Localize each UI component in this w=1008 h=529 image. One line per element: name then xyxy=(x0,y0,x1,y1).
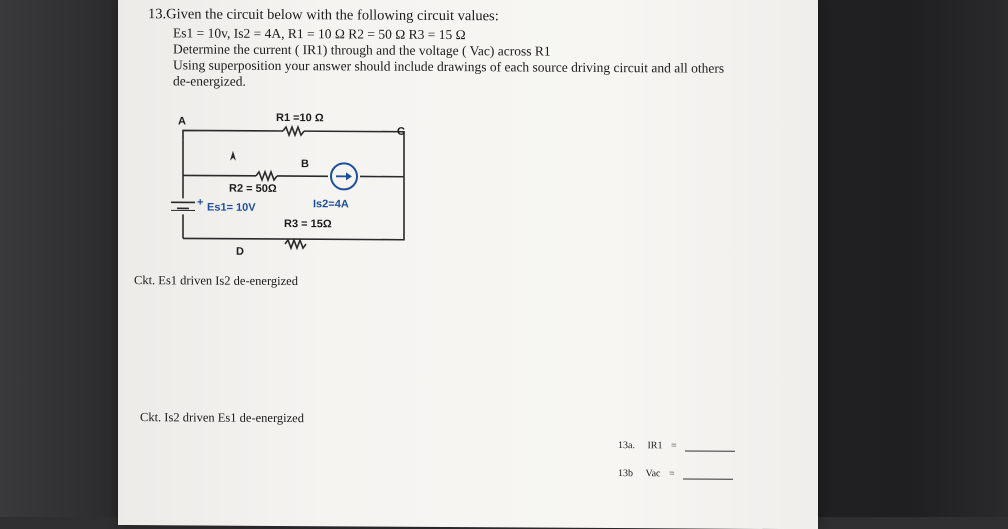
method-instruction-cont: de-energized. xyxy=(173,73,246,89)
answer-13a-equals: = xyxy=(671,440,677,451)
es1-plus-sign: + xyxy=(197,196,203,208)
is2-current-source-icon xyxy=(331,163,357,189)
worksheet-page: 13.Given the circuit below with the foll… xyxy=(118,0,818,529)
answer-13a-blank xyxy=(685,441,735,451)
answer-13b: 13b Vac = xyxy=(618,468,733,480)
caption-is2-driven: Ckt. Is2 driven Es1 de-energized xyxy=(140,410,304,426)
node-c-label: C xyxy=(397,126,405,138)
question-title: 13.Given the circuit below with the foll… xyxy=(148,6,499,25)
answer-13b-symbol: Vac xyxy=(646,468,661,479)
answer-13b-blank xyxy=(683,469,733,479)
answer-13a-label: 13a. xyxy=(618,440,635,451)
r2-resistor xyxy=(256,172,277,180)
answer-13a: 13a. IR1 = xyxy=(618,440,735,452)
r1-label: R1 =10 Ω xyxy=(276,112,324,124)
r3-resistor xyxy=(285,240,306,248)
r3-label: R3 = 15Ω xyxy=(284,218,332,230)
r1-resistor xyxy=(283,127,304,135)
answer-13b-equals: = xyxy=(669,468,675,479)
r2-label: R2 = 50Ω xyxy=(229,183,277,195)
circuit-values: Es1 = 10v, Is2 = 4A, R1 = 10 Ω R2 = 50 Ω… xyxy=(173,25,466,43)
top-wire-right xyxy=(304,131,404,177)
node-d-label: D xyxy=(236,246,244,258)
es1-battery-icon xyxy=(171,202,195,210)
caption-es1-driven: Ckt. Es1 driven Is2 de-energized xyxy=(134,273,298,289)
es1-label: Es1= 10V xyxy=(207,202,256,214)
is2-label: Is2=4A xyxy=(313,198,349,210)
node-a-label: A xyxy=(178,115,186,127)
answer-13a-symbol: IR1 xyxy=(647,440,662,451)
top-wire-left xyxy=(183,130,283,140)
method-instruction: Using superposition your answer should i… xyxy=(173,57,724,76)
circuit-diagram xyxy=(118,95,818,299)
pointer-icon xyxy=(230,151,236,161)
answer-13b-label: 13b xyxy=(618,468,633,479)
node-b-label: B xyxy=(301,158,309,170)
